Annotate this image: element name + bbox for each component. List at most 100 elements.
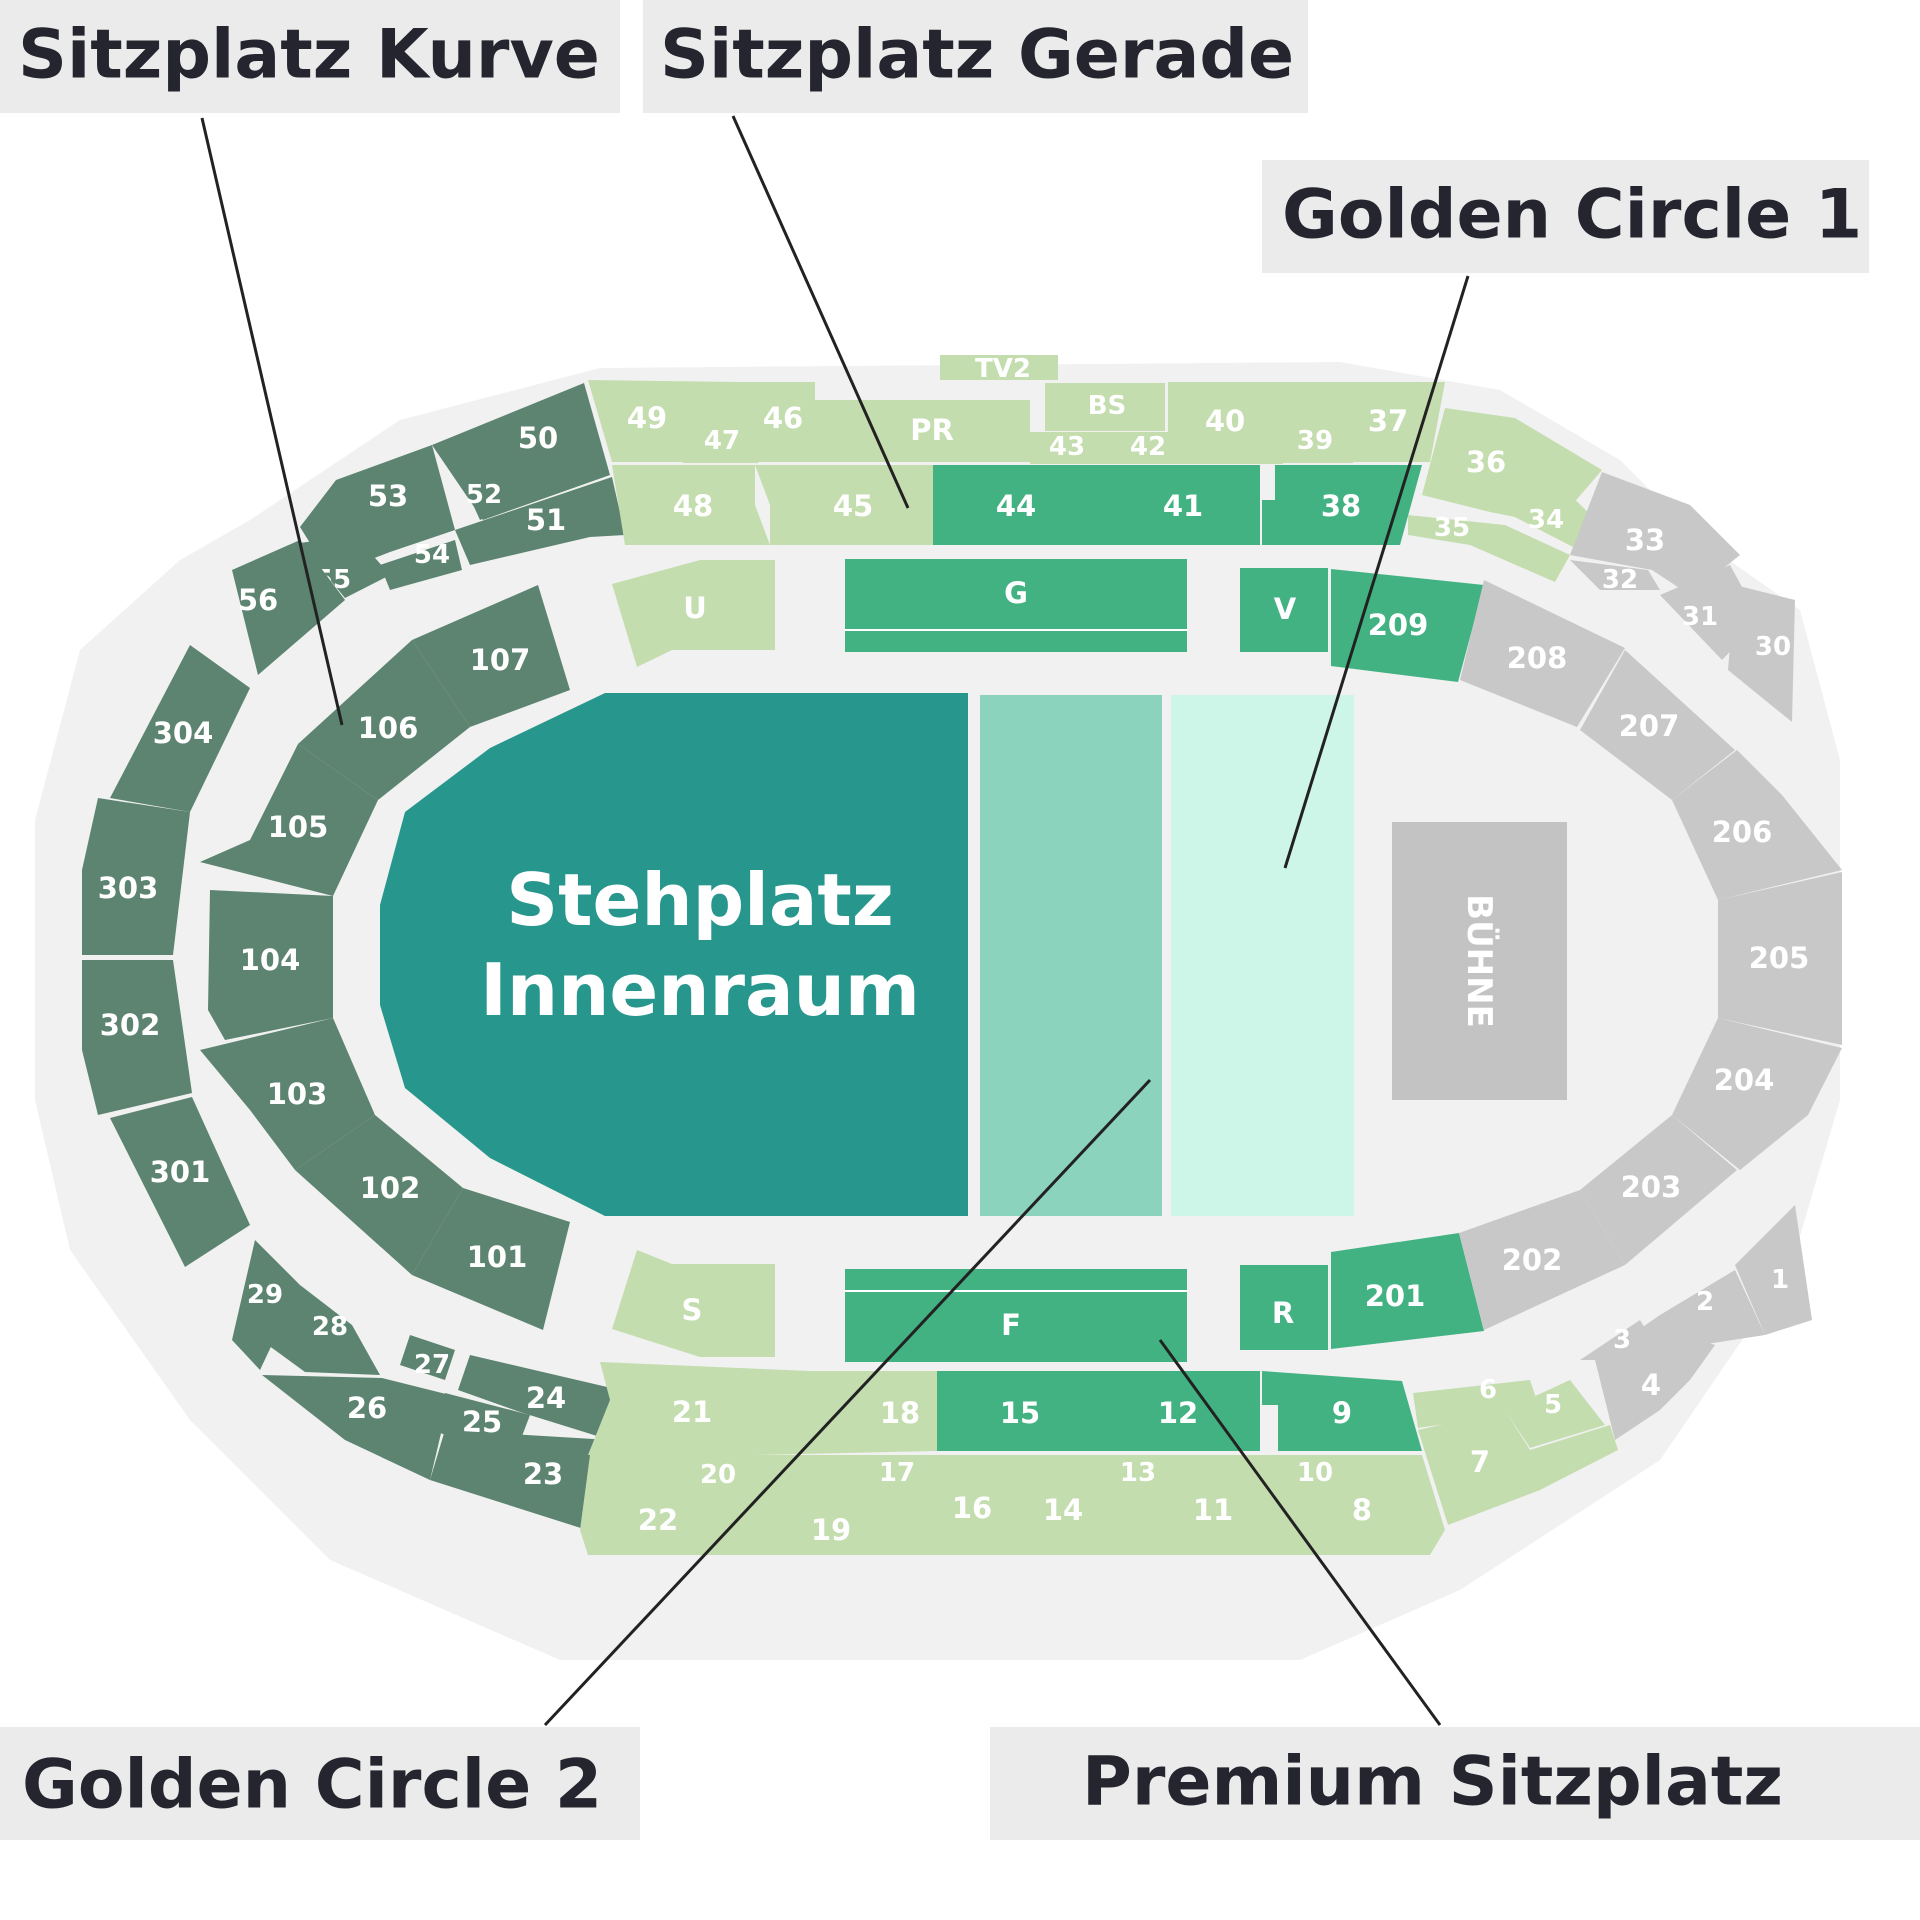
block-207[interactable] bbox=[1580, 650, 1735, 800]
block-9[interactable] bbox=[1262, 1371, 1422, 1451]
section-label-301: 301 bbox=[150, 1155, 211, 1189]
block-45[interactable] bbox=[755, 465, 933, 545]
section-label-6: 6 bbox=[1479, 1375, 1497, 1405]
block-52[interactable] bbox=[465, 462, 530, 520]
block-54[interactable] bbox=[380, 540, 462, 590]
block-35[interactable] bbox=[1408, 515, 1570, 582]
block-304[interactable] bbox=[110, 645, 250, 812]
section-label-35: 35 bbox=[1434, 513, 1470, 543]
section-label-101: 101 bbox=[467, 1240, 528, 1274]
block-102[interactable] bbox=[295, 1115, 463, 1275]
block-32[interactable] bbox=[1570, 560, 1660, 590]
block-34[interactable] bbox=[1505, 480, 1598, 548]
block-27[interactable] bbox=[400, 1335, 455, 1380]
block-12[interactable] bbox=[1100, 1371, 1260, 1451]
block-26[interactable] bbox=[262, 1375, 450, 1480]
block-18[interactable] bbox=[755, 1371, 937, 1455]
block-23[interactable] bbox=[430, 1430, 610, 1530]
block-105[interactable] bbox=[200, 744, 378, 896]
block-56[interactable] bbox=[232, 540, 345, 675]
block-101[interactable] bbox=[412, 1188, 570, 1330]
block-48[interactable] bbox=[612, 465, 770, 545]
block-39[interactable] bbox=[1278, 420, 1353, 463]
block-208[interactable] bbox=[1460, 580, 1625, 727]
section-label-11: 11 bbox=[1193, 1493, 1233, 1527]
block-202[interactable] bbox=[1459, 1190, 1625, 1330]
section-label-12: 12 bbox=[1158, 1396, 1198, 1430]
block-20[interactable] bbox=[690, 1455, 747, 1495]
section-label-24: 24 bbox=[526, 1381, 566, 1415]
section-label-202: 202 bbox=[1502, 1243, 1563, 1277]
block-6[interactable] bbox=[1413, 1380, 1540, 1428]
block-51[interactable] bbox=[455, 477, 625, 565]
block-301[interactable] bbox=[110, 1097, 250, 1267]
block-21[interactable] bbox=[588, 1362, 810, 1455]
block-206[interactable] bbox=[1672, 750, 1842, 900]
block-41[interactable] bbox=[1100, 465, 1260, 545]
block-22[interactable] bbox=[580, 1455, 747, 1555]
block-44[interactable] bbox=[933, 465, 1100, 545]
block-37[interactable] bbox=[1283, 382, 1445, 462]
block-104[interactable] bbox=[208, 890, 333, 1040]
block-302[interactable] bbox=[82, 960, 192, 1115]
block-8[interactable] bbox=[1283, 1455, 1445, 1555]
block-7[interactable] bbox=[1418, 1410, 1618, 1525]
block-24[interactable] bbox=[458, 1355, 620, 1440]
block-pr[interactable] bbox=[815, 400, 1030, 462]
section-label-5: 5 bbox=[1544, 1390, 1562, 1420]
leader-sitzplatz-gerade bbox=[731, 115, 910, 509]
block-205[interactable] bbox=[1718, 872, 1842, 1045]
block-11[interactable] bbox=[1105, 1455, 1283, 1555]
block-5[interactable] bbox=[1505, 1380, 1605, 1448]
block-303[interactable] bbox=[82, 798, 190, 955]
section-label-36: 36 bbox=[1466, 445, 1506, 479]
section-label-v: V bbox=[1274, 592, 1297, 626]
block-2[interactable] bbox=[1660, 1270, 1765, 1345]
block-40[interactable] bbox=[1168, 382, 1283, 464]
block-10[interactable] bbox=[1283, 1455, 1350, 1495]
golden-circle-1-area[interactable] bbox=[1171, 695, 1354, 1216]
leader-sitzplatz-kurve bbox=[200, 117, 344, 726]
block-13[interactable] bbox=[1120, 1455, 1188, 1495]
block-43[interactable] bbox=[1030, 432, 1108, 464]
block-g[interactable] bbox=[845, 559, 1187, 652]
block-107[interactable] bbox=[412, 585, 570, 727]
block-106[interactable] bbox=[298, 640, 470, 800]
block-tv2[interactable] bbox=[940, 355, 1058, 380]
section-label-201: 201 bbox=[1365, 1279, 1426, 1313]
block-103[interactable] bbox=[200, 1018, 375, 1170]
block-30[interactable] bbox=[1728, 585, 1795, 722]
block-3[interactable] bbox=[1580, 1320, 1652, 1360]
block-15[interactable] bbox=[937, 1371, 1100, 1451]
block-42[interactable] bbox=[1108, 432, 1168, 464]
block-33[interactable] bbox=[1570, 472, 1740, 595]
block-17[interactable] bbox=[880, 1455, 950, 1495]
section-label-53: 53 bbox=[368, 479, 408, 513]
section-label-209: 209 bbox=[1368, 608, 1429, 642]
block-55[interactable] bbox=[300, 535, 390, 598]
block-1[interactable] bbox=[1735, 1205, 1812, 1335]
golden-circle-2-area[interactable] bbox=[980, 695, 1162, 1216]
block-r[interactable] bbox=[1240, 1265, 1328, 1350]
block-28[interactable] bbox=[268, 1285, 380, 1375]
callout-sitzplatz-kurve: Sitzplatz Kurve bbox=[18, 16, 600, 95]
block-14[interactable] bbox=[1015, 1455, 1125, 1555]
block-203[interactable] bbox=[1580, 1115, 1737, 1265]
block-v[interactable] bbox=[1240, 568, 1328, 652]
section-label-302: 302 bbox=[100, 1008, 161, 1042]
section-label-106: 106 bbox=[358, 711, 419, 745]
block-201[interactable] bbox=[1331, 1233, 1484, 1349]
block-38[interactable] bbox=[1262, 465, 1422, 545]
block-u[interactable] bbox=[612, 560, 775, 667]
stehplatz-innenraum-area[interactable] bbox=[380, 693, 968, 1216]
block-s[interactable] bbox=[612, 1250, 775, 1357]
block-bs[interactable] bbox=[1045, 383, 1165, 431]
block-19[interactable] bbox=[747, 1455, 955, 1555]
block-16[interactable] bbox=[905, 1455, 1015, 1555]
block-29[interactable] bbox=[232, 1240, 300, 1370]
block-204[interactable] bbox=[1672, 1018, 1842, 1170]
block-46[interactable] bbox=[740, 382, 815, 462]
section-label-s: S bbox=[682, 1293, 703, 1327]
section-label-2: 2 bbox=[1696, 1287, 1714, 1317]
